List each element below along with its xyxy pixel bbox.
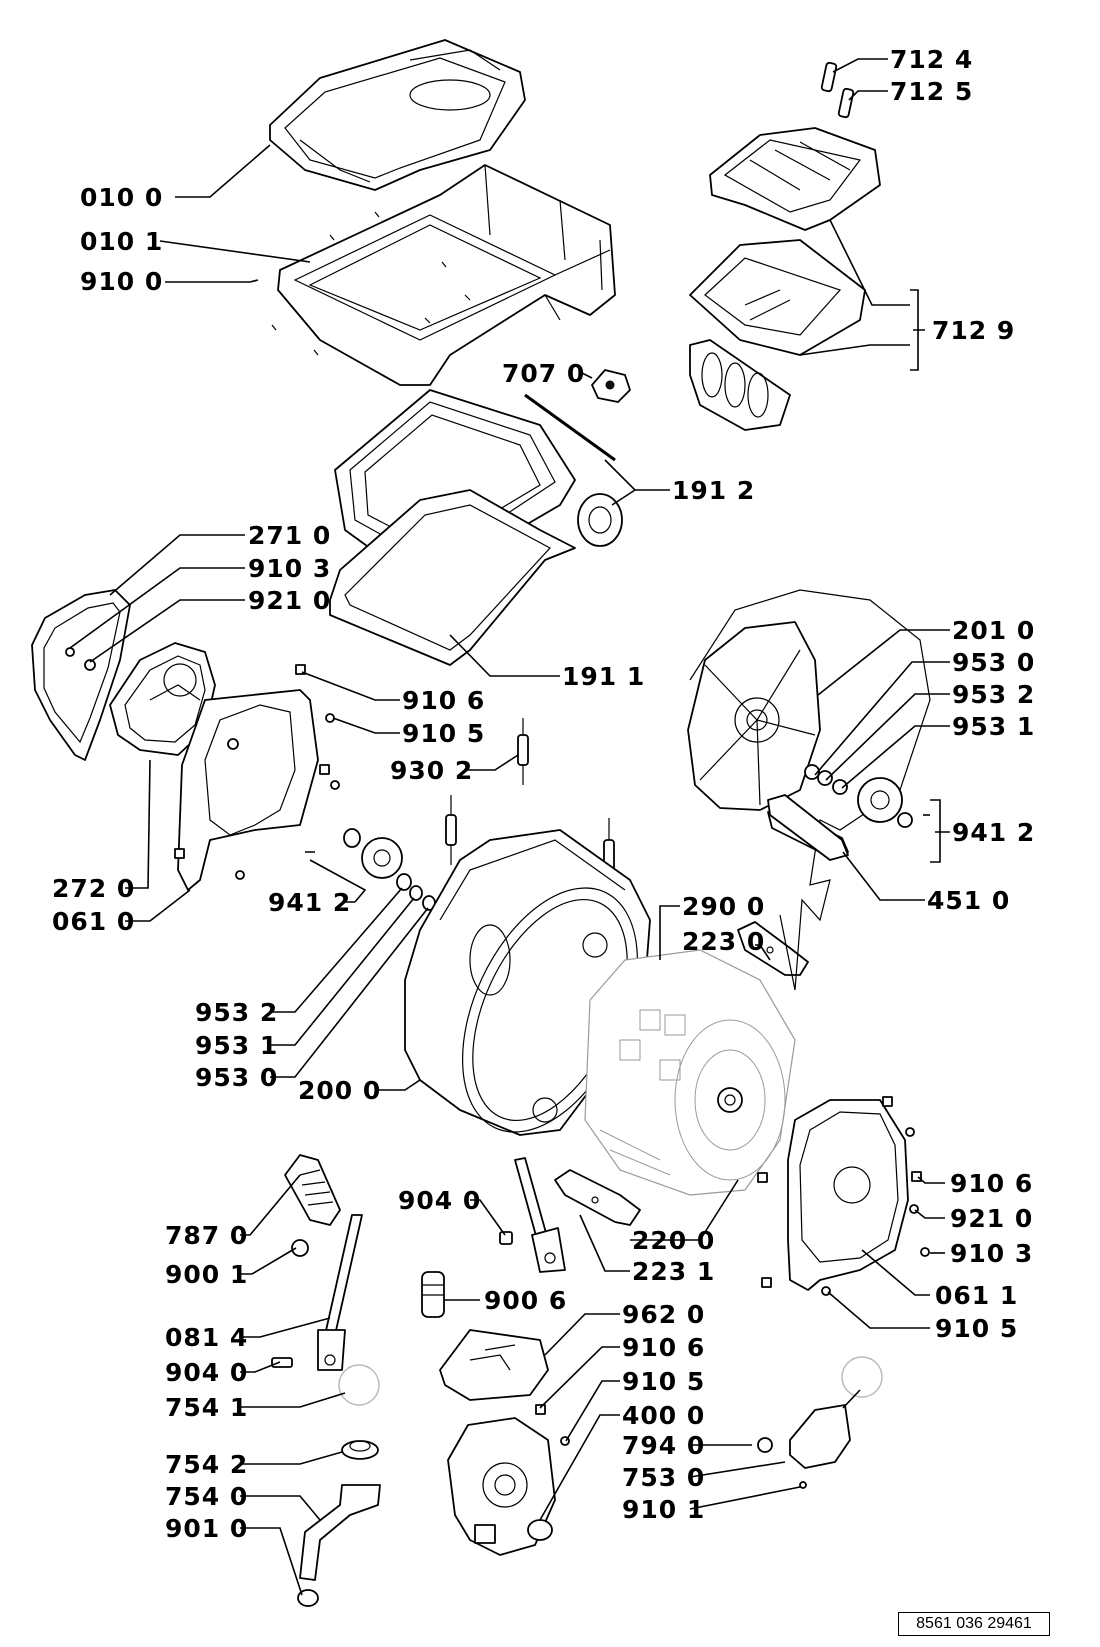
callout-910-1: 910 1 [622, 1495, 705, 1524]
callout-794-0: 794 0 [622, 1431, 705, 1460]
filter-part [421, 1271, 445, 1318]
callout-754-0: 754 0 [165, 1482, 248, 1511]
callout-400-0: 400 0 [622, 1401, 705, 1430]
callout-712-9: 712 9 [932, 316, 1015, 345]
callout-962-0: 962 0 [622, 1300, 705, 1329]
callout-953-2-a: 953 2 [952, 680, 1035, 709]
bellows-hose-part [284, 1154, 341, 1257]
callout-010-0: 010 0 [80, 183, 163, 212]
drain-hose-parts [297, 1364, 381, 1607]
callout-712-4: 712 4 [890, 45, 973, 74]
callout-191-2: 191 2 [672, 476, 755, 505]
rod-and-bearing-part [524, 393, 623, 547]
callout-953-0-a: 953 0 [952, 648, 1035, 677]
callout-901-0: 901 0 [165, 1514, 248, 1543]
callout-900-1: 900 1 [165, 1260, 248, 1289]
callout-930-2: 930 2 [390, 756, 473, 785]
callout-061-1: 061 1 [935, 1281, 1018, 1310]
callout-904-0-a: 904 0 [398, 1186, 481, 1215]
callout-061-0: 061 0 [52, 907, 135, 936]
bottom-plate-part [439, 1329, 549, 1401]
drum-part [584, 949, 796, 1196]
callout-081-4: 081 4 [165, 1323, 248, 1352]
callout-941-2-a: 941 2 [952, 818, 1035, 847]
callout-200-0: 200 0 [298, 1076, 381, 1105]
baffle-parts [554, 921, 809, 1226]
callout-451-0: 451 0 [927, 886, 1010, 915]
dispenser-parts [689, 61, 881, 431]
callout-271-0: 271 0 [248, 521, 331, 550]
callout-904-0-b: 904 0 [165, 1358, 248, 1387]
callout-707-0: 707 0 [502, 359, 585, 388]
callout-712-5: 712 5 [890, 77, 973, 106]
side-cover-part [31, 589, 131, 761]
callout-910-3-b: 910 3 [950, 1239, 1033, 1268]
heater-element-part [767, 794, 849, 861]
front-panel-part [174, 664, 340, 891]
pressure-switch-part [757, 1356, 883, 1489]
callout-910-5-c: 910 5 [622, 1367, 705, 1396]
callout-290-0: 290 0 [682, 892, 765, 921]
bearing-set-left [343, 828, 436, 911]
callout-labels: 010 0 010 1 910 0 712 4 712 5 712 9 707 … [52, 45, 1035, 1543]
callout-910-6-b: 910 6 [950, 1169, 1033, 1198]
callout-953-1-b: 953 1 [195, 1031, 278, 1060]
callout-010-1: 010 1 [80, 227, 163, 256]
callout-953-2-b: 953 2 [195, 998, 278, 1027]
top-frame-part [271, 164, 616, 386]
sensor-part [591, 369, 631, 403]
tub-ring-part [329, 389, 576, 666]
callout-953-1-a: 953 1 [952, 712, 1035, 741]
callout-787-0: 787 0 [165, 1221, 248, 1250]
callout-754-1: 754 1 [165, 1393, 248, 1422]
drain-pump-part [447, 1404, 570, 1556]
callout-910-3: 910 3 [248, 554, 331, 583]
callout-921-0-b: 921 0 [950, 1204, 1033, 1233]
top-cover-part [269, 39, 526, 191]
callout-900-6: 900 6 [484, 1286, 567, 1315]
callout-910-5-b: 910 5 [935, 1314, 1018, 1343]
callout-223-1: 223 1 [632, 1257, 715, 1286]
callout-910-5-a: 910 5 [402, 719, 485, 748]
callout-953-0-b: 953 0 [195, 1063, 278, 1092]
callout-941-2-b: 941 2 [268, 888, 351, 917]
callout-272-0: 272 0 [52, 874, 135, 903]
callout-753-0: 753 0 [622, 1463, 705, 1492]
callout-754-2: 754 2 [165, 1450, 248, 1479]
document-number-box: 8561 036 29461 [898, 1612, 1050, 1636]
callout-223-0: 223 0 [682, 927, 765, 956]
callout-201-0: 201 0 [952, 616, 1035, 645]
callout-910-6-a: 910 6 [402, 686, 485, 715]
callout-191-1: 191 1 [562, 662, 645, 691]
shock-absorber-right [499, 1157, 566, 1273]
callout-910-6-c: 910 6 [622, 1333, 705, 1362]
callout-921-0: 921 0 [248, 586, 331, 615]
leader-lines [69, 58, 950, 1596]
shock-absorber-left [271, 1214, 363, 1371]
rear-panel-part [757, 1096, 930, 1296]
callout-220-0: 220 0 [632, 1226, 715, 1255]
callout-910-0: 910 0 [80, 267, 163, 296]
